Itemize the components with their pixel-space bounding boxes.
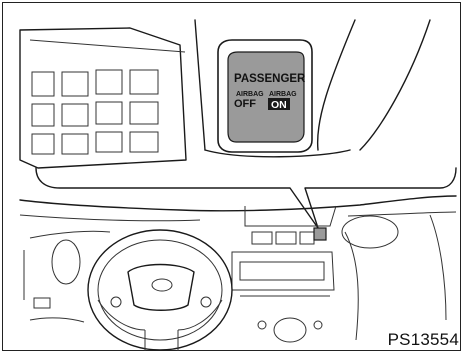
callout-outline — [36, 168, 456, 228]
dashboard-overview — [20, 196, 456, 342]
steering-wheel — [88, 230, 232, 351]
trim-line — [318, 20, 355, 150]
panel-left-big: OFF — [234, 98, 256, 110]
trim-line — [360, 20, 430, 150]
figure-code: PS13554 — [388, 330, 459, 350]
panel-left-small: AIRBAG — [236, 91, 264, 98]
panel-heading: PASSENGER — [234, 73, 306, 85]
panel-right-big: ON — [271, 99, 287, 111]
panel-location-marker — [314, 228, 326, 240]
airbag-indicator-panel: PASSENGER AIRBAG OFF AIRBAG ON — [218, 40, 312, 152]
panel-right-small: AIRBAG — [269, 91, 297, 98]
